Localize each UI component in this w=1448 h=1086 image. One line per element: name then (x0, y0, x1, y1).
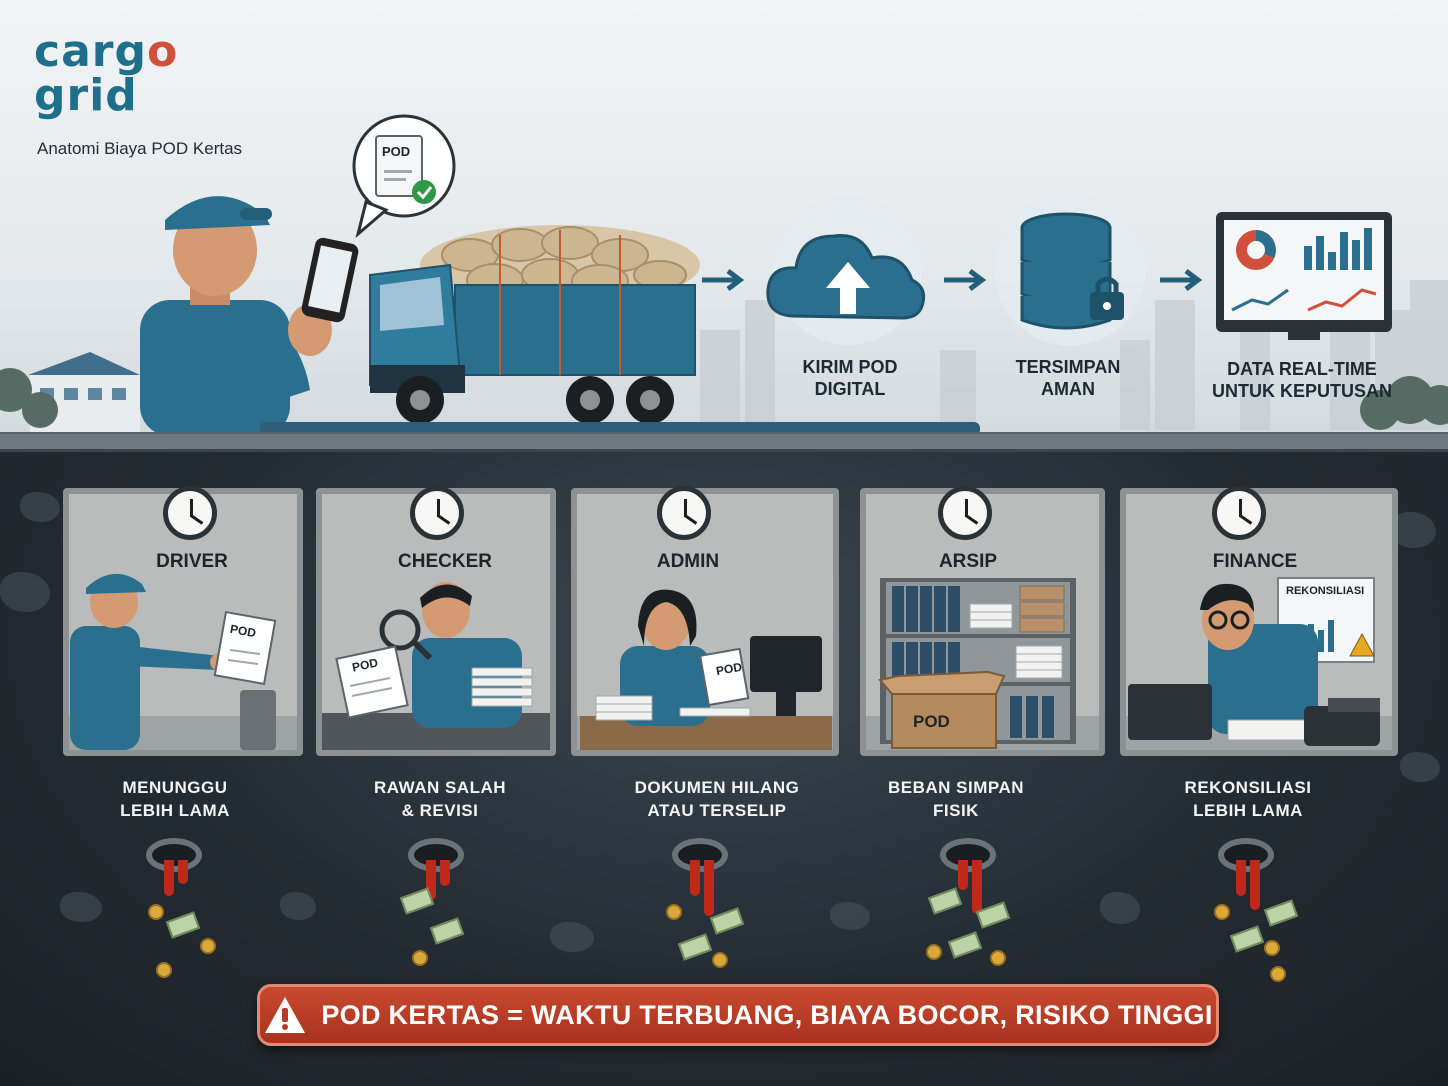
leak-drip (704, 860, 714, 916)
rock (60, 892, 102, 922)
coin-icon (666, 904, 682, 920)
speech-bubble-pod-approved (352, 114, 456, 238)
leak-drip (1250, 860, 1260, 910)
finance-reconciliation-chart-label: REKONSILIASI (1286, 585, 1365, 597)
drain-icon (940, 838, 996, 872)
coin-icon (412, 950, 428, 966)
leak-drip (178, 860, 188, 884)
coin-icon (156, 962, 172, 978)
page-subtitle: Anatomi Biaya POD Kertas (37, 139, 243, 158)
coin-icon (926, 944, 942, 960)
drain-icon (408, 838, 464, 872)
clock-icon (163, 486, 217, 540)
finance-reconciliation-illustration (1128, 577, 1380, 746)
cargogrid-logo: cargo grid (34, 30, 204, 118)
coin-icon (148, 904, 164, 920)
coin-icon (1214, 904, 1230, 920)
warning-banner: POD KERTAS = WAKTU TERBUANG, BIAYA BOCOR… (257, 984, 1219, 1046)
rock (0, 572, 50, 612)
room-title-arsip: ARSIP (938, 551, 998, 572)
leak-drip (426, 860, 436, 900)
archive-shelves-boxes-illustration (878, 578, 1076, 749)
room-title-finance: FINANCE (1212, 551, 1298, 572)
coin-icon (200, 938, 216, 954)
leak-drip (690, 860, 700, 896)
rock (280, 892, 316, 920)
clock-icon (410, 486, 464, 540)
warning-icon (265, 997, 306, 1033)
coin-icon (1270, 966, 1286, 982)
admin-with-paperwork-illustration (580, 589, 832, 750)
flow-arrow-2 (944, 269, 987, 291)
delivery-man-illustration (140, 196, 359, 436)
room-title-checker: CHECKER (398, 551, 492, 572)
warning-banner-text: POD KERTAS = WAKTU TERBUANG, BIAYA BOCOR… (321, 999, 1213, 1030)
logo-wordmark-bottom: grid (34, 70, 138, 121)
database-lock-icon (994, 194, 1146, 346)
clock-icon (938, 486, 992, 540)
leak-drip (440, 860, 450, 886)
clock-icon (657, 486, 711, 540)
driver-handing-pod-illustration (70, 573, 277, 750)
speech-bubble-pod-label: POD (382, 144, 411, 159)
ground-divider (0, 432, 1448, 452)
coin-icon (712, 952, 728, 968)
checker-inspecting-pod-illustration (322, 582, 550, 750)
rock (20, 492, 60, 522)
archive-box-pod-label: POD (913, 712, 950, 731)
cargo-truck-illustration (369, 225, 700, 424)
drain-icon (1218, 838, 1274, 872)
drain-icon (146, 838, 202, 872)
room-title-admin: ADMIN (656, 551, 720, 572)
dashboard-monitor-icon (1216, 212, 1392, 340)
rock (550, 922, 594, 952)
leak-drip (164, 860, 174, 896)
clock-icon (1212, 486, 1266, 540)
logo-wordmark-top: cargo (34, 26, 179, 77)
top-digital-section: cargo grid Anatomi Biaya POD Kertas POD (0, 0, 1448, 440)
caption-checker: RAWAN SALAH& REVISI (373, 778, 507, 820)
flow-arrow-3 (1160, 269, 1203, 291)
coin-icon (1264, 940, 1280, 956)
coin-icon (990, 950, 1006, 966)
rock (1100, 892, 1140, 924)
room-title-driver: DRIVER (156, 551, 228, 572)
leak-drip (958, 860, 968, 890)
cloud-upload-icon (766, 197, 926, 345)
leak-drip (1236, 860, 1246, 896)
leak-drip (972, 860, 982, 914)
rock (1400, 752, 1440, 782)
drain-icon (672, 838, 728, 872)
city-skyline (0, 270, 1448, 435)
rock (830, 902, 870, 930)
flow-arrow-1 (702, 269, 745, 291)
